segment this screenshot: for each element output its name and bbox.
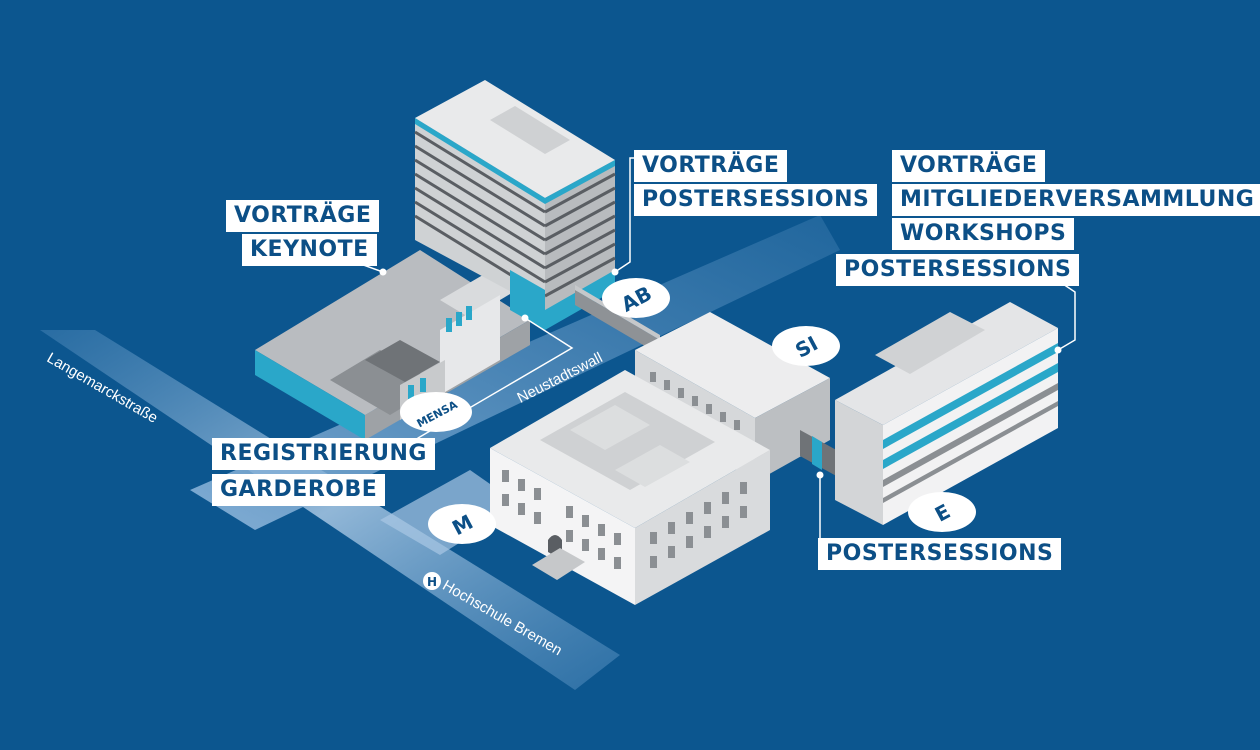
label-ab-2: POSTERSESSIONS — [634, 184, 878, 216]
label-vortraege-keynote-1: VORTRÄGE — [226, 200, 380, 232]
label-bridge: POSTERSESSIONS — [818, 538, 1062, 570]
building-m — [490, 370, 770, 605]
bridge-si-e — [800, 430, 840, 478]
label-e-3: WORKSHOPS — [892, 218, 1075, 250]
label-mensa-2: GARDEROBE — [212, 474, 386, 506]
building-mensa — [255, 250, 530, 440]
building-ab-tower — [414, 80, 616, 330]
badge-mensa: MENSA — [400, 392, 472, 432]
label-e-1: VORTRÄGE — [892, 150, 1046, 182]
building-e — [835, 302, 1058, 525]
bus-stop-icon — [423, 572, 441, 590]
badge-e: E — [908, 492, 976, 532]
label-ab-1: VORTRÄGE — [634, 150, 788, 182]
label-e-4: POSTERSESSIONS — [836, 254, 1080, 286]
badge-ab: AB — [602, 278, 670, 318]
svg-text:H: H — [427, 575, 437, 589]
badge-m: M — [428, 504, 496, 544]
label-vortraege-keynote-2: KEYNOTE — [242, 234, 377, 266]
street-langemarckstrasse — [40, 330, 620, 690]
label-mensa-1: REGISTRIERUNG — [212, 438, 435, 470]
badge-si: SI — [772, 326, 840, 366]
label-e-2: MITGLIEDERVERSAMMLUNG — [892, 184, 1260, 216]
